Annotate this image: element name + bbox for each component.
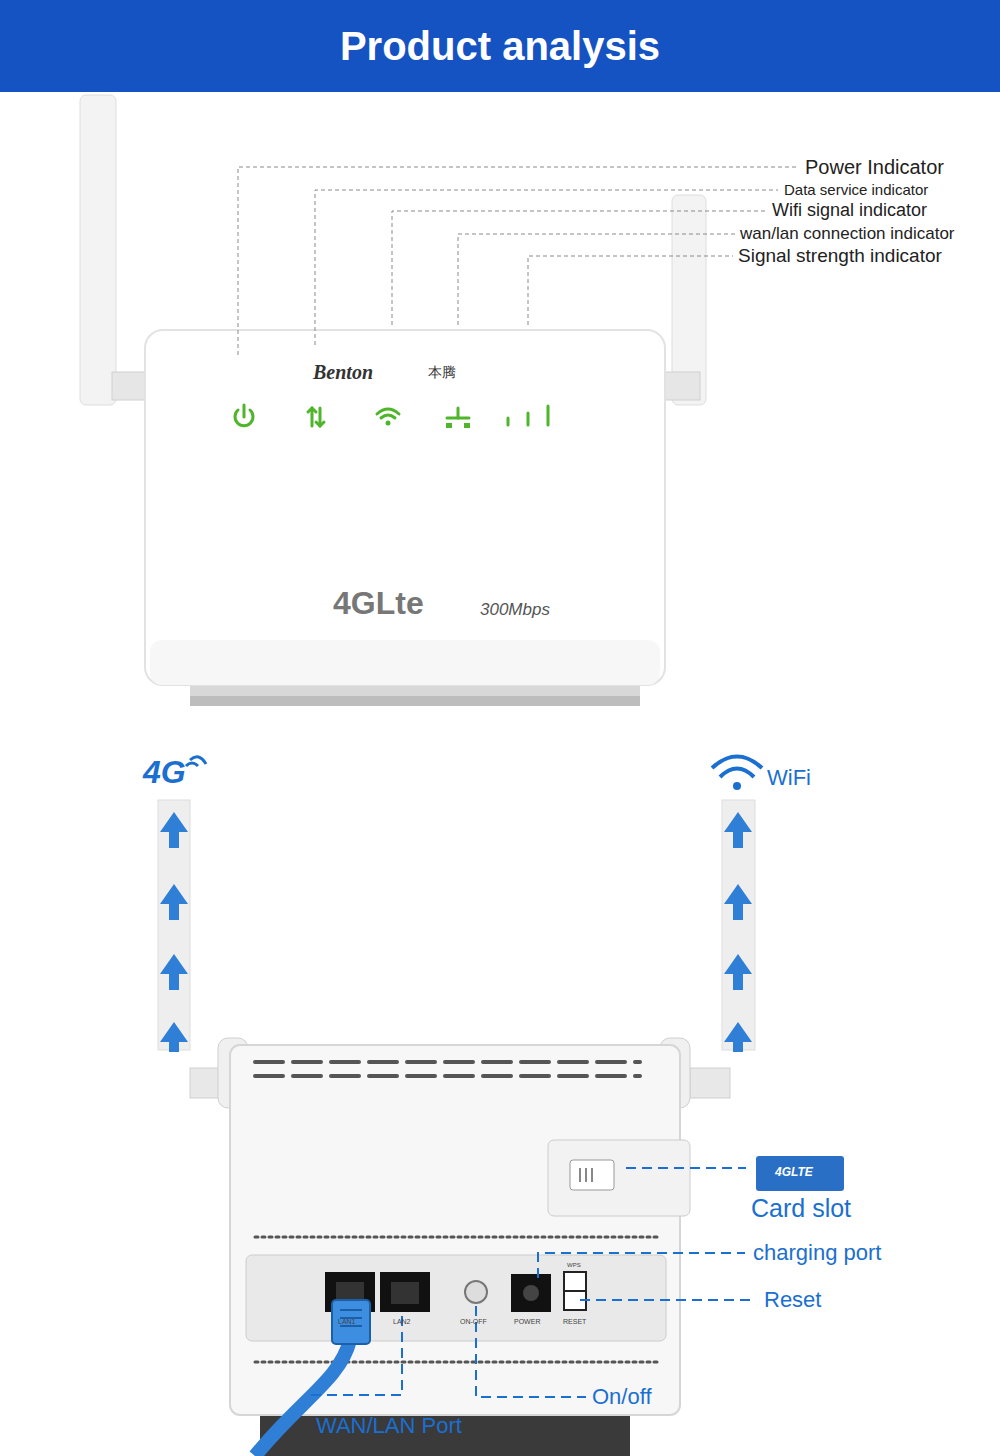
- port-marking: WPS: [567, 1262, 581, 1269]
- port-marking: LAN2: [393, 1318, 411, 1326]
- port-marking: RESET: [563, 1318, 586, 1326]
- logo-text: 4GLte: [333, 586, 424, 621]
- part-label: Reset: [764, 1288, 821, 1312]
- page-title: Product analysis: [0, 0, 1000, 92]
- part-label: charging port: [753, 1241, 881, 1265]
- part-label: On/off: [592, 1385, 652, 1409]
- part-label: Card slot: [751, 1195, 851, 1223]
- speed-text: 300Mbps: [480, 601, 550, 620]
- brand-name-chinese: 本腾: [428, 365, 456, 380]
- callout-label: wan/lan connection indicator: [740, 225, 955, 244]
- callout-label: Signal strength indicator: [738, 246, 942, 267]
- port-marking: ON-OFF: [460, 1318, 487, 1326]
- callout-label: Wifi signal indicator: [772, 201, 927, 221]
- port-marking: LAN1: [338, 1318, 356, 1326]
- callout-label: Power Indicator: [805, 156, 944, 178]
- antenna-label: WiFi: [767, 766, 811, 790]
- brand-name: Benton: [313, 361, 373, 383]
- card-icon-text: 4GLTE: [775, 1166, 813, 1179]
- antenna-label: 4G: [143, 755, 186, 790]
- callout-label: Data service indicator: [784, 182, 928, 199]
- port-marking: POWER: [514, 1318, 540, 1326]
- part-label: WAN/LAN Port: [316, 1414, 462, 1438]
